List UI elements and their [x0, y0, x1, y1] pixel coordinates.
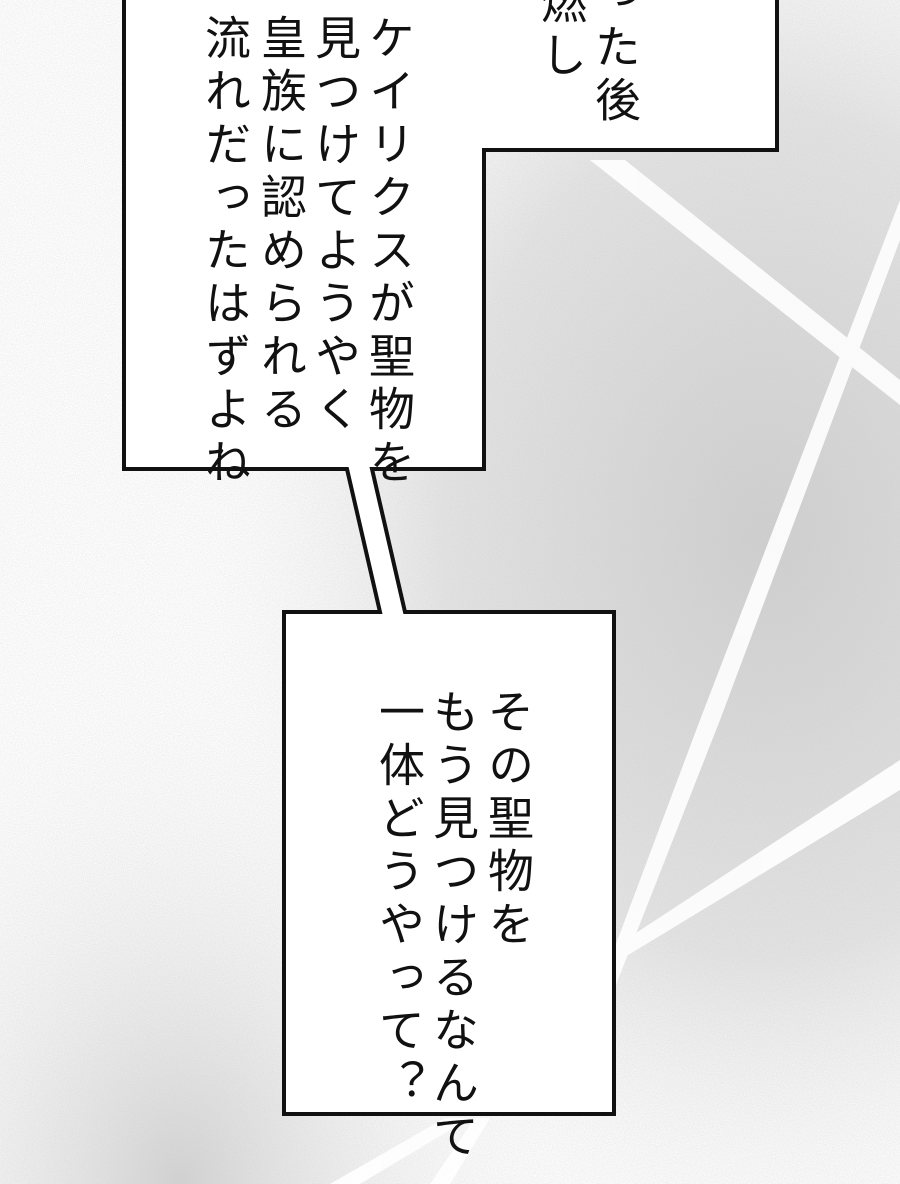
top-bubble-column-3: 皇族に認められる [254, 14, 308, 438]
top-bubble-column-2: 見つけてようやく [308, 14, 362, 438]
bottom-bubble-column-1: その聖物を [481, 688, 535, 953]
bubble-outline [122, 0, 779, 1116]
top-bubble-partial-column-2: 燃し [534, 0, 588, 84]
top-bubble-partial-column-1: った後 [588, 0, 642, 129]
light-streaks [330, 160, 900, 1184]
bottom-bubble-column-2: もう見つけるなんて [426, 688, 480, 1165]
top-bubble-column-4: 流れだったはずよね [198, 14, 252, 491]
top-bubble-column-1: ケイリクスが聖物を [362, 14, 416, 491]
bottom-bubble-column-3: 一体どうやって？ [372, 688, 426, 1112]
